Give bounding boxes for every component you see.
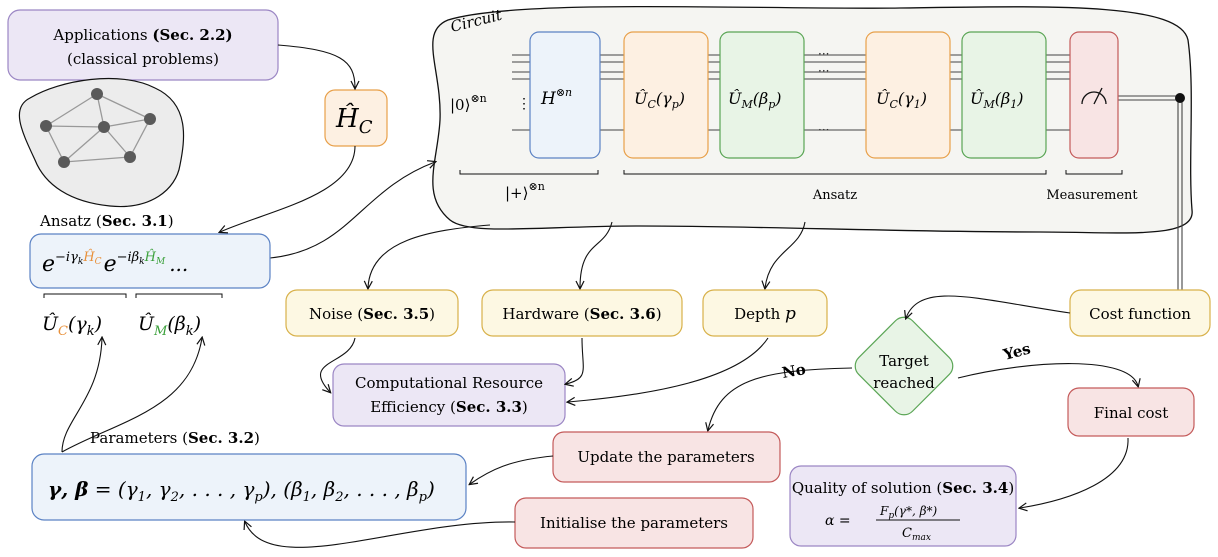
arrow-circuit-to-hardware [580,221,613,288]
arrow-final-to-quality [1020,437,1129,508]
parameters-title: Parameters (Sec. 3.2) [90,429,260,447]
measurement-gate [1069,31,1119,159]
target-line2: reached [873,374,935,392]
arrow-initialise-to-params [245,522,516,548]
arrow-noise-to-resource [320,337,356,392]
svg-text:···: ··· [818,123,829,137]
ansatz-title: Ansatz (Sec. 3.1) [39,212,174,230]
svg-text:···: ··· [818,64,829,78]
arrow-ansatz-to-circuit [269,162,435,259]
depth-box [702,289,828,337]
applications-line2: (classical problems) [67,50,219,68]
circuit-ellipses: ··· ··· ··· [818,47,829,137]
hc-label: ĤC [335,102,373,138]
quality-box [789,465,1017,547]
meter-icon [1081,87,1107,105]
um-term: ÛM(βk) [138,312,201,339]
measurement-dot [1175,93,1185,103]
graph-nodes [40,88,156,168]
uc-term: ÛC(γk) [42,312,102,339]
arrow-params-to-uc [61,338,102,453]
vertical-dots: ⋮ [517,96,531,112]
circuit-braces [459,170,1123,175]
applications-box [7,9,279,81]
hardware-label: Hardware (Sec. 3.6) [502,305,661,323]
no-label: No [781,360,807,382]
arrow-hardware-to-resource [566,337,584,384]
arrow-target-to-update [708,367,853,430]
hadamard-gate [529,31,601,159]
gate-uc-1 [865,31,951,159]
depth-label: Depth p [734,304,796,324]
parameters-box [31,453,467,521]
arrow-circuit-to-depth [765,221,806,288]
ansatz-label: Ansatz [812,188,857,203]
ansatz-braces [43,293,223,298]
arrow-circuit-to-noise [368,224,491,288]
quality-alpha: α = [825,513,851,529]
initialise-label: Initialise the parameters [540,514,728,532]
update-box [552,431,781,483]
gate-uc-1-label: ÛC(γ1) [876,88,927,111]
arrow-update-to-params [470,455,554,484]
final-cost-label: Final cost [1094,404,1169,422]
hadamard-label: H⊗n [540,86,572,109]
input-state: |0⟩⊗n [450,92,487,114]
ansatz-box [29,233,271,289]
resource-box [332,363,566,427]
gate-um-p [719,31,805,159]
quality-line1: Quality of solution (Sec. 3.4) [792,479,1014,497]
applications-line1: Applications (Sec. 2.2) [52,26,232,44]
arrow-depth-to-resource [568,337,769,402]
arrow-hc-to-ansatz [220,145,356,232]
yes-label: Yes [1000,339,1032,364]
hardware-box [481,289,683,337]
gate-um-p-label: ÛM(βp) [728,88,782,111]
quality-numerator: Fp(γ*, β*) [879,504,938,521]
arrow-app-to-hc [277,44,355,88]
graph-blob [18,77,185,208]
arrow-cost-to-target [906,295,1071,318]
ansatz-formula: e−iγkĤCe−iβkĤM... [42,249,188,277]
cost-function-label: Cost function [1089,305,1191,323]
gate-um-1 [961,31,1047,159]
gate-uc-p [623,31,709,159]
target-line1: Target [879,352,928,370]
resource-line1: Computational Resource [355,374,543,392]
arrow-target-to-final [957,363,1138,386]
noise-label: Noise (Sec. 3.5) [309,305,435,323]
update-label: Update the parameters [577,448,754,466]
gate-uc-p-label: ÛC(γp) [634,88,685,111]
final-cost-box [1067,387,1195,437]
quality-denominator: Cmax [902,526,931,543]
plus-state: |+⟩⊗n [505,180,545,202]
initialise-box [514,497,754,549]
gate-um-1-label: ÛM(β1) [970,88,1024,111]
noise-box [285,289,459,337]
measurement-label: Measurement [1046,188,1138,203]
target-diamond [854,316,954,416]
resource-line2: Efficiency (Sec. 3.3) [370,398,528,416]
svg-text:···: ··· [818,47,829,61]
arrow-params-to-um [61,338,202,453]
parameters-formula: γ, β = (γ1, γ2, . . . , γp), (β1, β2, . … [48,477,435,505]
